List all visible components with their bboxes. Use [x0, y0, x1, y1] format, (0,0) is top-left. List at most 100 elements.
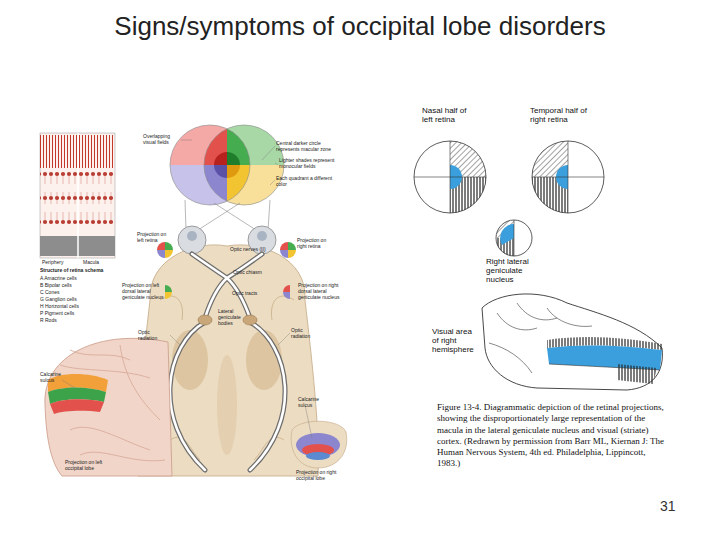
visual-fields: [204, 125, 284, 205]
callout-label: B Bipolar cells: [40, 283, 120, 289]
geniculate-projections: [165, 285, 290, 299]
retinotopic-map: Nasal half of left retina: [410, 107, 490, 219]
eyes: [178, 226, 206, 254]
retina-projections: [157, 242, 296, 258]
retinotopic-map: [514, 220, 515, 256]
map-shape: [528, 137, 608, 217]
retina-projections: [280, 250, 288, 258]
sight-lines: [214, 203, 256, 230]
callout-label: Optic radiation: [138, 330, 170, 342]
callout-label: Each quadrant a different color: [276, 176, 336, 188]
callout-label: H Horizontal cells: [40, 304, 120, 310]
visual-fields: [227, 165, 284, 205]
callout-label: G Ganglion cells: [40, 297, 120, 303]
retina-projections: [165, 242, 173, 250]
map-label: Nasal half of left retina: [422, 107, 478, 125]
callout-label: Projection on left retina: [137, 232, 169, 244]
retina-schema: [40, 133, 115, 258]
map-label: Visual area of right hemisphere: [432, 328, 478, 355]
retinotopic-map: [532, 177, 604, 178]
geniculate-bodies: [198, 315, 212, 325]
sight-lines: [268, 200, 270, 230]
leader-lines: [270, 180, 275, 185]
map-shape: [477, 288, 667, 398]
retinotopic-map: [414, 141, 486, 213]
retina-projections: [288, 242, 296, 250]
sight-lines: [185, 200, 270, 230]
retina-projections: [288, 250, 296, 258]
callout-label: Structure of retina schema: [40, 268, 120, 274]
leader-lines: [62, 380, 75, 388]
eyes: [257, 231, 267, 241]
callout-label: Projection on right retina: [297, 238, 337, 250]
callout-label: Periphery: [42, 260, 76, 266]
callout-label: Calcarine sulcus: [298, 397, 332, 409]
figure-caption: Figure 13-4. Diagrammatic depiction of t…: [437, 402, 665, 470]
callout-label: Overlapping visual fields: [143, 134, 181, 146]
retinotopic-map: [414, 177, 486, 178]
leader-lines: [262, 146, 275, 160]
right-occipital: [306, 452, 330, 460]
retina-schema: [77, 133, 79, 258]
retinotopic-map: Right lateral geniculate nucleus: [482, 218, 546, 288]
retinotopic-map: [547, 345, 662, 370]
visual-fields: [212, 165, 227, 180]
visual-fields: [170, 125, 250, 205]
callout-label: A Amacrine cells: [40, 276, 120, 282]
lateral-brain: [45, 338, 172, 476]
retinotopic-map: [532, 141, 604, 213]
leader-lines: [305, 405, 312, 438]
visual-fields: [170, 125, 284, 205]
map-shape: [494, 218, 534, 258]
sight-lines: [198, 203, 240, 230]
retinotopic-map: [496, 220, 532, 256]
optic-pathway: [170, 254, 285, 470]
callout-label: R Rods: [40, 318, 120, 324]
sight-lines: [185, 200, 186, 230]
retinotopic-map: [617, 364, 657, 384]
callout-label: Optic nerves (II): [230, 247, 270, 253]
leader-lines: [62, 140, 312, 438]
callout-label: Central darker circle represents macular…: [276, 141, 338, 153]
right-occipital: [291, 421, 347, 468]
lateral-brain: [50, 399, 104, 414]
callout-label: Lighter shades represent monocular field…: [279, 158, 339, 170]
retinotopic-map: [482, 294, 662, 390]
geniculate-projections: [283, 285, 290, 292]
eyes: [187, 231, 197, 241]
lateral-brain: [45, 338, 172, 476]
visual-fields: [227, 125, 284, 165]
retina-projections: [157, 250, 165, 258]
callout-label: Projection on right occipital lobe: [296, 470, 350, 482]
retina-projections: [280, 242, 288, 250]
callout-label: Macula: [83, 260, 113, 266]
optic-pathway: [170, 322, 285, 470]
geniculate-bodies: [243, 315, 257, 325]
leader-lines: [170, 335, 180, 345]
brain-section: [246, 330, 282, 390]
visual-fields: [170, 125, 284, 205]
callout-label: Projection on left occipital lobe: [65, 460, 113, 472]
leader-lines: [278, 333, 290, 345]
visual-fields: [212, 150, 242, 180]
visual-fields: [170, 125, 284, 205]
leader-lines: [181, 140, 192, 141]
callout-label: C Cones: [40, 290, 120, 296]
brain-section: [217, 355, 237, 455]
optic-pathway: [170, 322, 285, 470]
retina-projections: [157, 242, 165, 250]
callout-label: Projection on left dorsal lateral genicu…: [122, 283, 166, 300]
visual-fields: [227, 150, 242, 165]
visual-fields: [170, 165, 227, 205]
visual-fields: [170, 165, 227, 205]
retinotopic-map: [500, 224, 514, 245]
eyes: [178, 226, 276, 254]
callout-label: Calcarine sulcus: [40, 372, 70, 384]
retinotopic-map: Temporal half of right retina: [528, 107, 608, 219]
callout-label: Optic tracts: [232, 291, 272, 297]
visual-fields: [170, 125, 284, 205]
retinotopic-map: [549, 364, 660, 370]
map-shape: [410, 137, 490, 217]
